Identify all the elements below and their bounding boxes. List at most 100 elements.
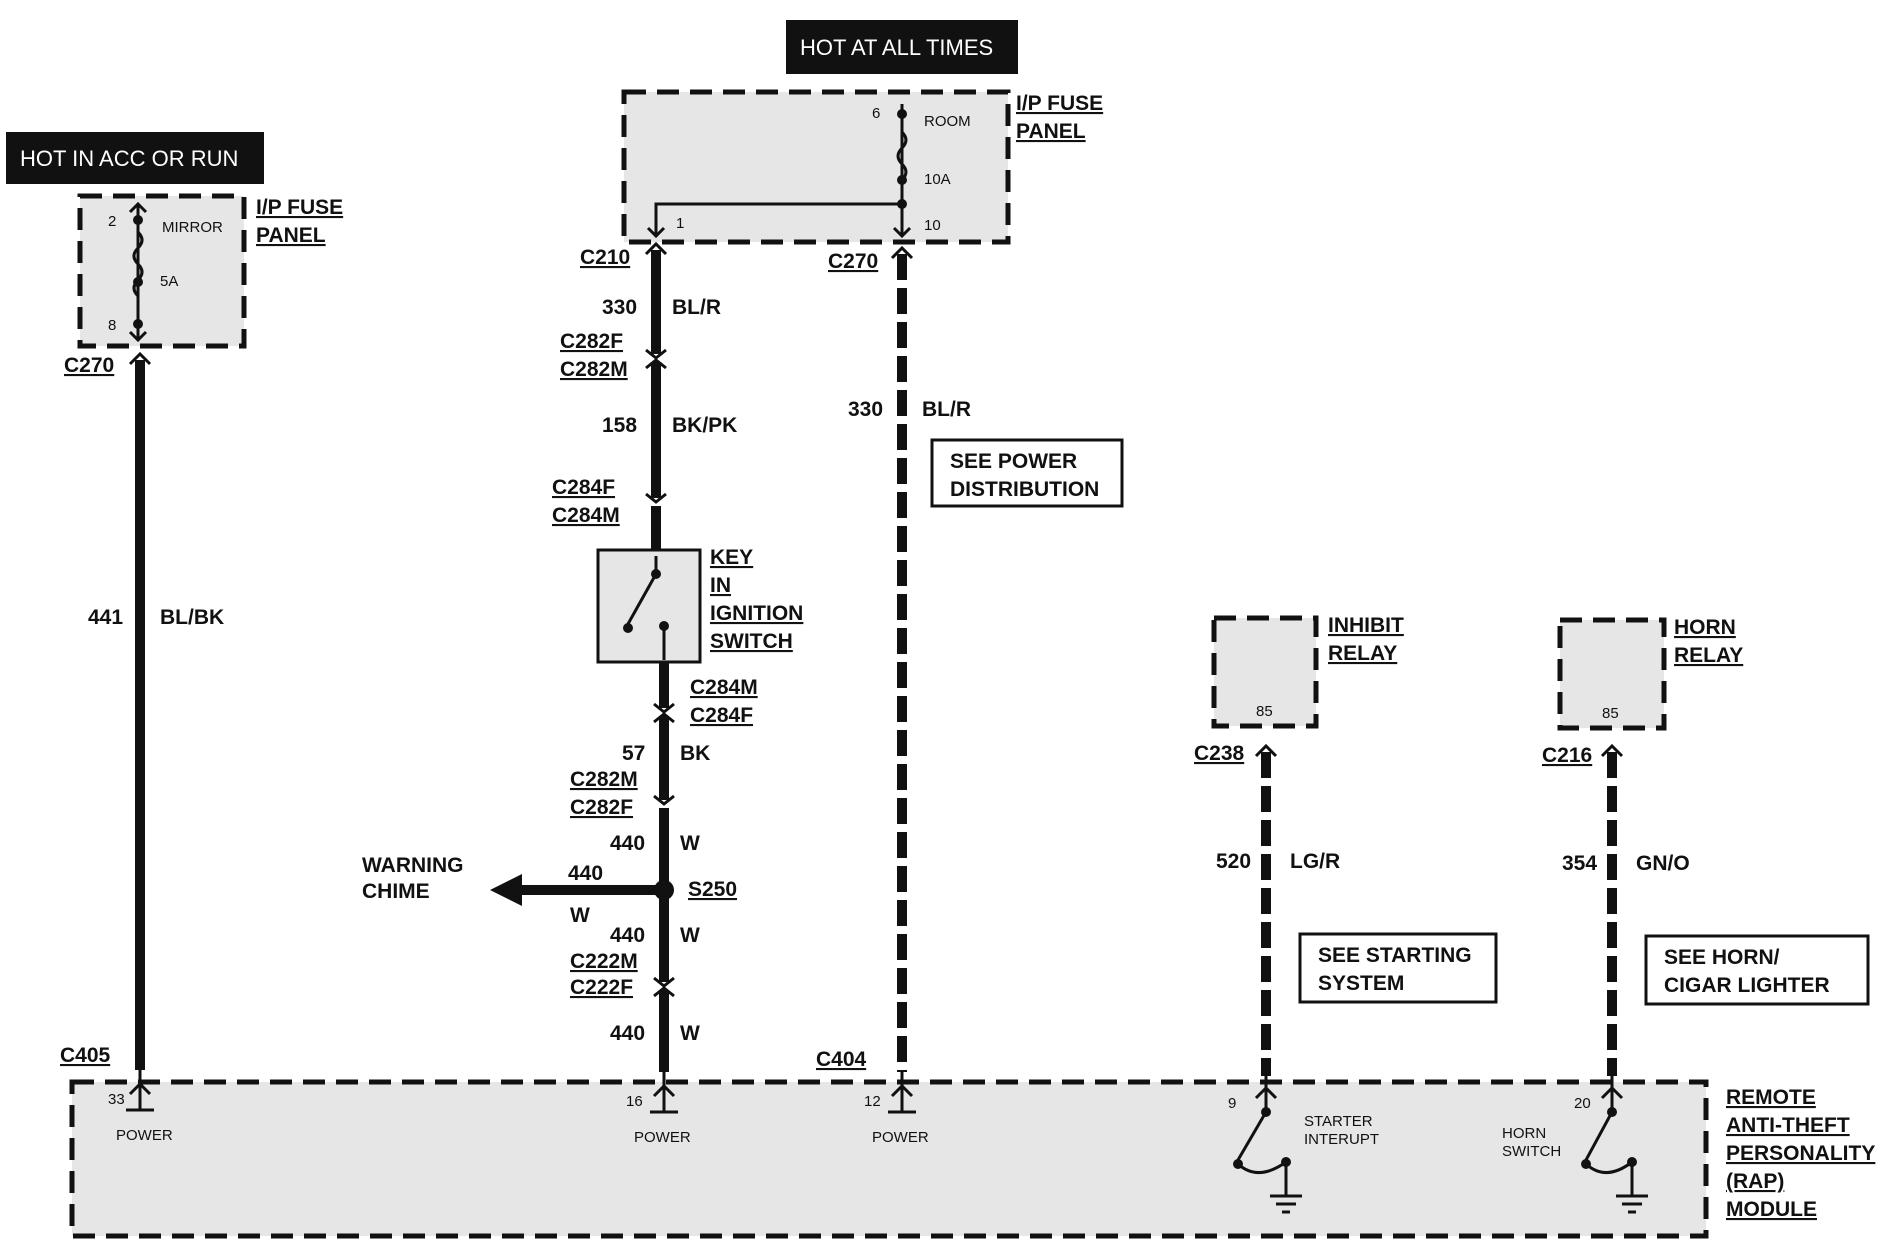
- connector-c284m-top: C284M: [552, 504, 620, 527]
- inhibit-relay-pin: 85: [1256, 703, 1273, 720]
- wire-441: 441 BL/BK: [88, 351, 224, 1070]
- fuse-left-pin-top: 2: [108, 213, 116, 230]
- see-horn-line-1: SEE HORN/: [1664, 946, 1780, 969]
- key-switch-line-3: IGNITION: [710, 602, 803, 625]
- connector-c282f-top: C282F: [560, 330, 623, 353]
- see-starting-system-box: SEE STARTING SYSTEM: [1298, 932, 1498, 1004]
- wire-440a-color: W: [680, 832, 700, 855]
- module-pin-33: 33: [108, 1091, 125, 1108]
- wire-158-number: 158: [602, 414, 637, 437]
- fuse-panel-left: 2 8 MIRROR 5A I/P FUSE PANEL: [77, 193, 343, 349]
- header-hot-all-times-text: HOT AT ALL TIMES: [800, 35, 993, 60]
- module-pin-12: 12: [864, 1093, 881, 1110]
- wire-440c-number: 440: [610, 924, 645, 947]
- wire-330-center: [890, 245, 914, 1072]
- horn-relay-line-1: HORN: [1674, 616, 1736, 639]
- wire-520-number: 520: [1216, 850, 1251, 873]
- see-power-line-2: DISTRIBUTION: [950, 478, 1099, 501]
- wire-440d-color: W: [680, 1022, 700, 1045]
- wire-440b-color: W: [570, 904, 590, 927]
- wire-330b-number: 330: [848, 398, 883, 421]
- connector-c282f-bottom: C282F: [570, 796, 633, 819]
- horn-switch: 20 HORN SWITCH: [1502, 1076, 1648, 1214]
- fuse-left-title-2: PANEL: [256, 224, 326, 247]
- connector-c270-center: C270: [828, 250, 878, 273]
- connector-c405: C405: [60, 1044, 111, 1067]
- module-title-2: ANTI-THEFT: [1726, 1114, 1850, 1137]
- module-title-3: PERSONALITY: [1726, 1142, 1875, 1165]
- wire-440a-number: 440: [610, 832, 645, 855]
- see-power-line-1: SEE POWER: [950, 450, 1077, 473]
- wire-520-color: LG/R: [1290, 850, 1340, 873]
- header-hot-all-times: HOT AT ALL TIMES: [786, 20, 1018, 74]
- wire-330a-number: 330: [602, 296, 637, 319]
- connector-c284m-bottom: C284M: [690, 676, 758, 699]
- see-power-distribution-box: SEE POWER DISTRIBUTION: [930, 438, 1124, 508]
- fuse-panel-top: 6 ROOM 10A 10 1 I/P FUSE PANEL: [621, 89, 1103, 245]
- key-switch-line-1: KEY: [710, 546, 753, 569]
- splice-s250: S250: [688, 878, 737, 901]
- wire-440c-color: W: [680, 924, 700, 947]
- fuse-top-pin-out: 10: [924, 217, 941, 234]
- module-title-1: REMOTE: [1726, 1086, 1816, 1109]
- wire-354-number: 354: [1562, 852, 1597, 875]
- connector-c222m: C222M: [570, 950, 638, 973]
- fuse-top-pin-top: 6: [872, 105, 880, 122]
- wire-441-number: 441: [88, 606, 123, 629]
- fuse-top-title-2: PANEL: [1016, 120, 1086, 143]
- wire-440d-number: 440: [610, 1022, 645, 1045]
- wire-354-color: GN/O: [1636, 852, 1690, 875]
- key-switch-line-2: IN: [710, 574, 731, 597]
- header-hot-acc-run-text: HOT IN ACC OR RUN: [20, 146, 238, 171]
- key-in-ignition-switch: KEY IN IGNITION SWITCH: [596, 546, 803, 664]
- fuse-left-title-1: I/P FUSE: [256, 196, 343, 219]
- wire-57-color: BK: [680, 742, 710, 765]
- wire-354: [1600, 743, 1624, 1076]
- module-pin-16: 16: [626, 1093, 643, 1110]
- wire-ignition-chain: [490, 241, 675, 1072]
- horn-relay: 85 HORN RELAY: [1557, 616, 1743, 731]
- module-pin-33-label: POWER: [116, 1127, 173, 1144]
- module-pin-16-label: POWER: [634, 1129, 691, 1146]
- warning-chime-line-1: WARNING: [362, 854, 464, 877]
- connector-c270-left: C270: [64, 354, 114, 377]
- connector-c404: C404: [816, 1048, 867, 1071]
- inhibit-relay-line-1: INHIBIT: [1328, 614, 1404, 637]
- see-starting-line-2: SYSTEM: [1318, 972, 1404, 995]
- wire-158-color: BK/PK: [672, 414, 737, 437]
- header-hot-acc-run: HOT IN ACC OR RUN: [6, 132, 264, 184]
- fuse-top-name: ROOM: [924, 113, 971, 130]
- connector-c284f-top: C284F: [552, 476, 615, 499]
- fuse-left-pin-bottom: 8: [108, 317, 116, 334]
- connector-c210: C210: [580, 246, 630, 269]
- fuse-top-title-1: I/P FUSE: [1016, 92, 1103, 115]
- connector-c282m-top: C282M: [560, 358, 628, 381]
- connector-c222f: C222F: [570, 976, 633, 999]
- inhibit-relay: 85 INHIBIT RELAY: [1211, 614, 1404, 729]
- fuse-left-name: MIRROR: [162, 219, 223, 236]
- fuse-top-rating: 10A: [924, 171, 951, 188]
- warning-chime-line-2: CHIME: [362, 880, 430, 903]
- connector-c216: C216: [1542, 744, 1592, 767]
- see-starting-line-1: SEE STARTING: [1318, 944, 1472, 967]
- connector-c284f-bottom: C284F: [690, 704, 753, 727]
- wire-330a-color: BL/R: [672, 296, 721, 319]
- module-title-5: MODULE: [1726, 1198, 1817, 1221]
- see-horn-line-2: CIGAR LIGHTER: [1664, 974, 1830, 997]
- wire-330b-color: BL/R: [922, 398, 971, 421]
- connector-c238: C238: [1194, 742, 1245, 765]
- fuse-top-pin-left: 1: [676, 215, 684, 232]
- horn-relay-pin: 85: [1602, 705, 1619, 722]
- module-pin-9-label-2: INTERUPT: [1304, 1131, 1379, 1148]
- key-switch-line-4: SWITCH: [710, 630, 793, 653]
- module-title-4: (RAP): [1726, 1170, 1784, 1193]
- module-pin-20-label-1: HORN: [1502, 1125, 1546, 1142]
- horn-relay-line-2: RELAY: [1674, 644, 1743, 667]
- wire-440b-number: 440: [568, 862, 603, 885]
- wire-520: [1254, 743, 1278, 1076]
- module-pin-20: 20: [1574, 1095, 1591, 1112]
- inhibit-relay-line-2: RELAY: [1328, 642, 1397, 665]
- see-horn-cigar-lighter-box: SEE HORN/ CIGAR LIGHTER: [1644, 934, 1870, 1006]
- wire-441-color: BL/BK: [160, 606, 224, 629]
